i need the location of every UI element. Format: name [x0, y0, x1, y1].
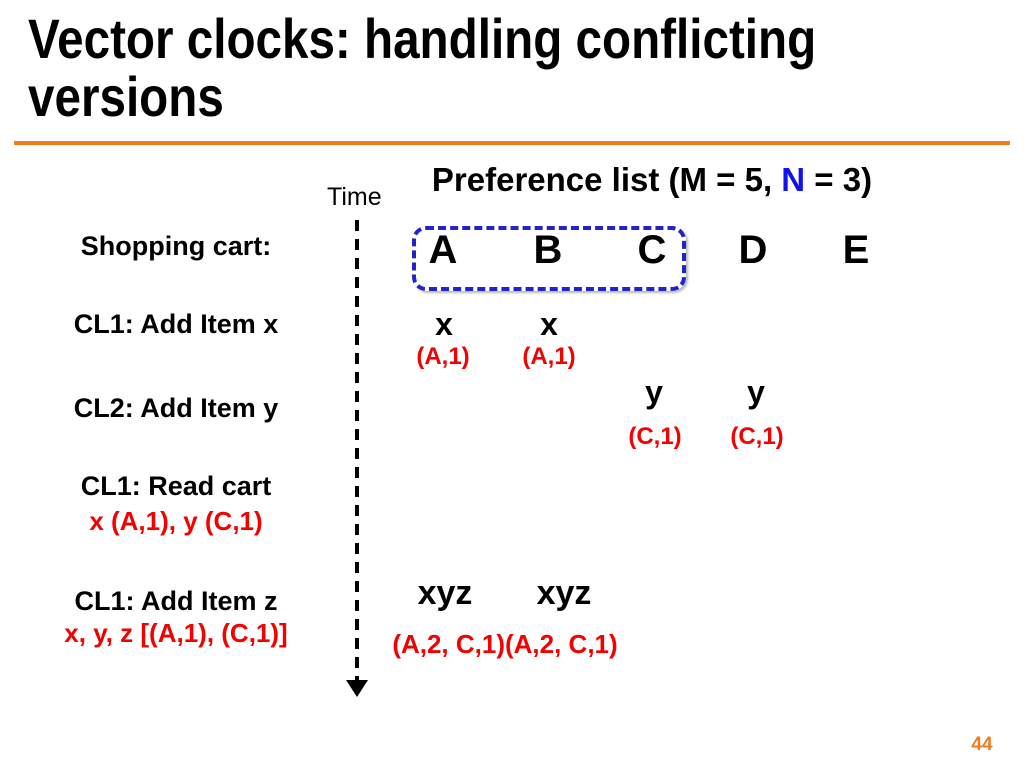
title-divider — [14, 141, 1010, 145]
page-number: 44 — [971, 734, 993, 755]
label-cl1-add-item-z: CL1: Add Item z — [74, 586, 278, 616]
clock-a2c1-combined: (A,2, C,1)(A,2, C,1) — [392, 629, 618, 659]
value-y-on-node-d: y — [747, 374, 765, 410]
slide-title-line1: Vector clocks: handling conflicting — [28, 7, 817, 70]
preference-list-text: Preference list (M = 5, — [431, 161, 782, 198]
label-shopping-cart: Shopping cart: — [80, 231, 272, 261]
label-cl2-add-item-y: CL2: Add Item y — [73, 393, 279, 423]
clock-c1-on-node-c: (C,1) — [628, 423, 682, 450]
clock-a1-on-node-a: (A,1) — [416, 343, 470, 370]
node-e: E — [842, 228, 870, 272]
value-x-on-node-b: x — [540, 306, 558, 342]
clock-a1-on-node-b: (A,1) — [522, 343, 576, 370]
value-x-on-node-a: x — [435, 306, 453, 342]
value-xyz-on-node-b: xyz — [536, 574, 592, 612]
slide-title-line2: versions — [28, 65, 224, 128]
time-axis-label: Time — [327, 183, 382, 211]
node-d: D — [738, 228, 768, 272]
time-axis-arrowhead-icon — [346, 680, 368, 697]
time-axis-line — [355, 220, 359, 682]
node-b: B — [533, 228, 563, 272]
label-cl1-add-item-z-result: x, y, z [(A,1), (C,1)] — [64, 618, 288, 648]
label-cl1-read-cart-result: x (A,1), y (C,1) — [89, 506, 263, 536]
replication-factor-n: N — [781, 161, 806, 198]
preference-list-text-suffix: = 3) — [805, 161, 873, 198]
node-a: A — [428, 228, 458, 272]
value-xyz-on-node-a: xyz — [417, 574, 473, 612]
value-y-on-node-c: y — [645, 374, 663, 410]
preference-list-heading: Preference list (M = 5, N = 3) — [417, 161, 887, 199]
label-cl1-read-cart: CL1: Read cart — [80, 471, 272, 501]
node-c: C — [637, 228, 667, 272]
label-cl1-add-item-x: CL1: Add Item x — [73, 309, 279, 339]
clock-c1-on-node-d: (C,1) — [730, 423, 784, 450]
preference-nodes-highlight-box — [412, 226, 686, 291]
